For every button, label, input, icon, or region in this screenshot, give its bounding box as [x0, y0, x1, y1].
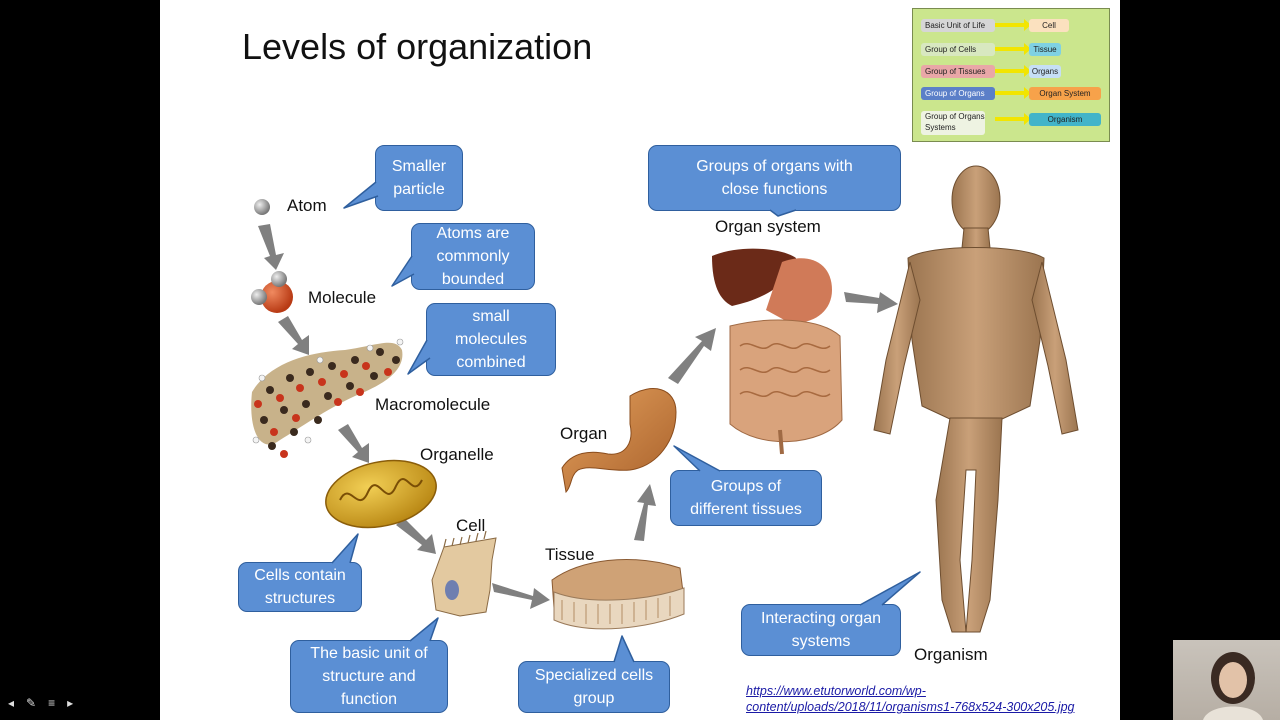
- label-molecule: Molecule: [308, 288, 377, 307]
- label-tissue: Tissue: [545, 545, 595, 564]
- previous-slide-icon[interactable]: ◂: [8, 696, 27, 710]
- label-organelle: Organelle: [420, 445, 494, 464]
- callout-basic-unit: The basic unit of structure and function: [290, 640, 448, 713]
- pen-icon[interactable]: ✎: [26, 696, 49, 710]
- legend-arrow-icon: [995, 113, 1031, 125]
- atom-illustration: [254, 199, 270, 215]
- slide-nav-controls[interactable]: ◂✎≡▸: [8, 696, 85, 710]
- slide-title: Levels of organization: [242, 26, 593, 67]
- label-macromolecule: Macromolecule: [375, 395, 491, 414]
- arrow-tissue-organ: [634, 484, 656, 541]
- arrow-macromolecule-organelle: [338, 424, 369, 463]
- organism-illustration: [873, 165, 1079, 633]
- macromolecule-illustration: [251, 338, 404, 458]
- legend-arrow-icon: [995, 65, 1031, 77]
- arrow-organelle-cell: [396, 518, 436, 554]
- diagram-artwork: [251, 165, 1079, 633]
- legend-row-2-left: Group of Cells: [921, 43, 995, 56]
- label-atom: Atom: [287, 196, 327, 215]
- arrow-molecule-macromolecule: [278, 316, 309, 355]
- legend-row-3-right: Organs: [1029, 65, 1061, 78]
- legend-row-4-left: Group of Organs: [921, 87, 995, 100]
- tissue-illustration: [551, 559, 685, 630]
- legend-row-1-left: Basic Unit of Life: [921, 19, 995, 32]
- label-organ-system: Organ system: [715, 217, 821, 236]
- arrow-cell-tissue: [492, 583, 550, 609]
- legend-row-2-right: Tissue: [1029, 43, 1061, 56]
- label-organism: Organism: [914, 645, 988, 664]
- callout-cells-contain: Cells contain structures: [238, 562, 362, 612]
- label-organ: Organ: [560, 424, 608, 443]
- organ-system-illustration: [712, 248, 843, 455]
- callout-atoms-bounded: Atoms are commonly bounded: [411, 223, 535, 290]
- legend-arrow-icon: [995, 43, 1031, 55]
- molecule-illustration: [251, 271, 293, 313]
- arrow-system-organism: [844, 292, 898, 313]
- legend-panel: Basic Unit of Life Cell Group of Cells T…: [912, 8, 1110, 142]
- organ-illustration: [561, 388, 677, 494]
- menu-icon[interactable]: ≡: [48, 696, 68, 710]
- label-cell: Cell: [456, 516, 486, 535]
- arrow-atom-molecule: [258, 224, 284, 270]
- legend-arrow-icon: [995, 87, 1031, 99]
- legend-row-5-right: Organism: [1029, 113, 1101, 126]
- callout-small-molecules: small molecules combined: [426, 303, 556, 376]
- legend-row-3-left: Group of Tissues: [921, 65, 995, 78]
- legend-row-4-right: Organ System: [1029, 87, 1101, 100]
- source-link[interactable]: https://www.etutorworld.com/wp-content/u…: [746, 684, 1075, 714]
- legend-row-1-right: Cell: [1029, 19, 1069, 32]
- cell-illustration: [431, 530, 497, 617]
- slide: Levels of organization Atom Molecule Mac…: [160, 0, 1120, 720]
- arrow-organ-system: [668, 328, 716, 384]
- callout-smaller-particle: Smaller particle: [375, 145, 463, 211]
- legend-row-5-left: Group of Organs Systems: [921, 111, 985, 135]
- callout-groups-organs: Groups of organs with close functions: [648, 145, 901, 211]
- organelle-illustration: [325, 459, 437, 529]
- callout-interacting-systems: Interacting organ systems: [741, 604, 901, 656]
- next-slide-icon[interactable]: ▸: [67, 696, 86, 710]
- callout-specialized-cells: Specialized cells group: [518, 661, 670, 713]
- callout-groups-tissues: Groups of different tissues: [670, 470, 822, 526]
- presenter-video-icon: [1203, 652, 1263, 720]
- legend-arrow-icon: [995, 19, 1031, 31]
- webcam-thumbnail: [1173, 640, 1280, 720]
